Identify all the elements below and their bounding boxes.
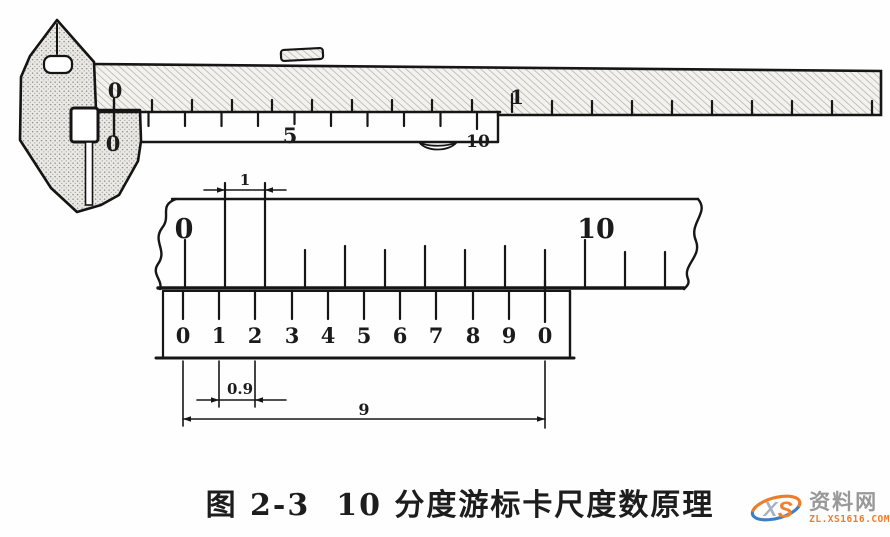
dim-one-unit: 1 <box>203 171 287 193</box>
figure-caption: 图 2-3 10 分度游标卡尺度数原理 <box>120 480 800 524</box>
detail-main-ticks <box>183 181 667 289</box>
svg-text:8: 8 <box>466 323 481 348</box>
figure-canvas: 0 0 1 5 10 <box>18 18 883 429</box>
svg-text:5: 5 <box>357 323 372 348</box>
dim-vernier-total-label: 9 <box>358 400 369 419</box>
svg-text:7: 7 <box>429 323 444 348</box>
dim-vernier-division-label: 0.9 <box>227 380 253 398</box>
svg-text:2: 2 <box>248 323 263 348</box>
jaw-measuring-gap <box>84 141 94 206</box>
detail-main-zero-label: 0 <box>175 214 194 245</box>
dim-one-unit-label: 1 <box>240 171 250 189</box>
caliper-drawing: 0 0 1 5 10 <box>18 18 883 214</box>
figure-title: 10 分度游标卡尺度数原理 <box>336 488 715 523</box>
svg-text:0: 0 <box>176 323 191 348</box>
logo-blue-arc <box>750 501 802 522</box>
caliper-vernier-five-label: 5 <box>283 123 298 148</box>
clamp-screw <box>279 46 325 63</box>
detail-vernier-ticks <box>181 278 547 324</box>
jaw-slot <box>42 54 74 75</box>
dim-vernier-division: 0.9 <box>196 360 287 408</box>
scale-detail-drawing: 0 10 1 <box>154 171 703 429</box>
caliper-main-zero-label: 0 <box>108 78 123 103</box>
detail-vernier-numbers: 0 1 2 3 4 5 6 7 8 9 0 <box>176 323 553 348</box>
svg-text:3: 3 <box>285 323 300 348</box>
figure-number: 图 2-3 <box>205 488 311 523</box>
site-watermark: X S 资料网 ZL.XS1616.COM <box>748 484 890 532</box>
caliper-vernier-ten-label: 10 <box>466 132 490 152</box>
caliper-beam <box>92 64 881 115</box>
detail-main-left-torn-edge <box>154 197 178 291</box>
svg-text:4: 4 <box>321 323 336 348</box>
svg-text:0: 0 <box>538 323 553 348</box>
caliper-main-one-label: 1 <box>510 85 524 109</box>
dim-vernier-total: 9 <box>182 360 546 429</box>
svg-text:9: 9 <box>502 323 517 348</box>
logo-letter-s: S <box>778 497 794 523</box>
logo-orange-arc <box>751 494 802 513</box>
caliper-vernier-zero-label: 0 <box>106 131 121 156</box>
caliper-vernier-ticks <box>147 110 479 131</box>
xs-logo: X S <box>750 494 802 523</box>
caliper-main-ticks <box>150 92 874 117</box>
svg-text:1: 1 <box>212 323 227 348</box>
caliper-beam-outline <box>90 62 883 117</box>
detail-main-ten-label: 10 <box>577 214 615 245</box>
svg-text:6: 6 <box>393 323 408 348</box>
watermark-site-url: ZL.XS1616.COM <box>809 513 890 525</box>
jaw-inner-block <box>69 106 100 144</box>
detail-main-right-torn-edge <box>682 197 703 291</box>
logo-letter-x: X <box>763 498 779 521</box>
watermark-site-name: 资料网 <box>809 490 879 514</box>
thumb-grip <box>418 141 458 151</box>
